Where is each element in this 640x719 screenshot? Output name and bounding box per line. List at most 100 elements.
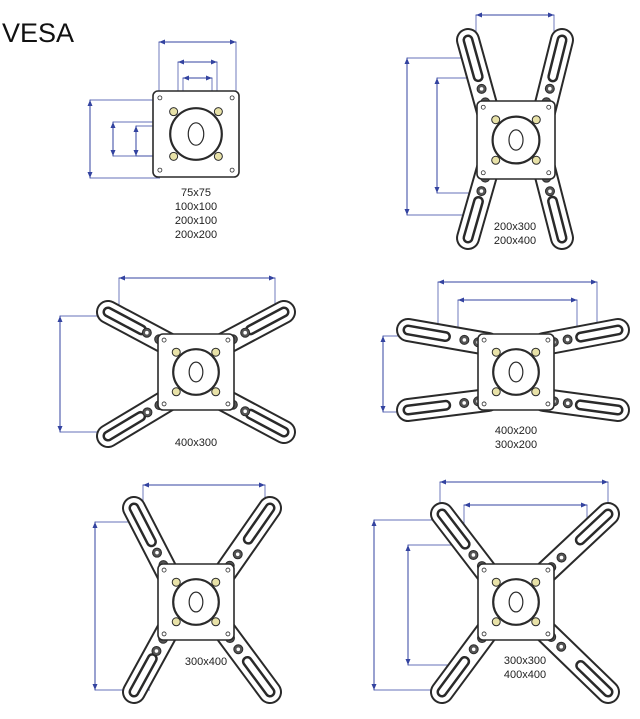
corner-hole [481, 337, 487, 343]
mount-hole [211, 617, 221, 627]
mount-hole [169, 151, 179, 161]
slot-inner [245, 505, 273, 543]
arrow-icon [183, 75, 212, 81]
label-line: 75x75 [181, 187, 211, 199]
diagram-title: VESA [2, 18, 75, 48]
bolt-hole [243, 409, 247, 414]
slot-inner [105, 413, 144, 439]
bracket-config-2 [456, 28, 574, 250]
corner-hole [229, 95, 235, 101]
corner-hole [161, 337, 167, 343]
bolt-hole [548, 86, 552, 91]
corner-hole [225, 401, 231, 407]
corner-hole [161, 631, 167, 637]
mount-hole [171, 387, 181, 397]
corner-hole [545, 567, 551, 573]
mount-hole [211, 347, 221, 357]
bolt-hole [559, 644, 564, 649]
corner-hole [225, 337, 231, 343]
slot-inner [105, 309, 145, 333]
mount-hole [531, 347, 541, 357]
keyhole-icon [508, 591, 524, 613]
bracket-config-3 [96, 300, 296, 448]
config-5-label: 300x400 [185, 655, 227, 669]
slot-inner [247, 411, 287, 435]
mount-hole [491, 155, 501, 165]
config-3-label: 400x300 [175, 436, 217, 450]
mount-hole [171, 347, 181, 357]
label-line: 200x200 [174, 229, 218, 241]
bolt-hole [548, 189, 552, 194]
mount-hole [491, 617, 501, 627]
keyhole-icon [187, 122, 205, 146]
slot-inner [577, 401, 621, 413]
slot-inner [549, 37, 565, 80]
bolt-hole [462, 338, 467, 342]
corner-hole [546, 104, 552, 110]
slot-inner [244, 658, 273, 695]
bolt-hole [479, 87, 484, 91]
bolt-hole [154, 649, 159, 653]
slot-inner [577, 662, 611, 695]
config-2-label: 200x300 200x400 [494, 220, 536, 248]
corner-hole [225, 631, 231, 637]
mount-hole [491, 115, 501, 125]
bolt-hole [155, 550, 159, 555]
arrow-icon [133, 126, 139, 156]
keyhole-icon [188, 361, 204, 383]
slot-inner [465, 198, 482, 241]
mount-hole [531, 577, 541, 587]
keyhole-icon [188, 591, 204, 613]
label-line: 400x400 [503, 669, 547, 681]
slot-inner [577, 511, 611, 543]
corner-hole [157, 95, 163, 101]
bolt-hole [565, 401, 570, 406]
label-line: 400x200 [494, 425, 538, 437]
slot-inner [549, 198, 565, 241]
mount-hole [531, 617, 541, 627]
mount-hole [211, 387, 221, 397]
bolt-hole [479, 189, 484, 193]
corner-hole [157, 167, 163, 173]
keyhole-icon [508, 361, 524, 383]
bolt-hole [243, 330, 247, 335]
corner-hole [481, 567, 487, 573]
bolt-hole [471, 647, 476, 652]
mount-hole [171, 577, 181, 587]
label-line: 300x300 [503, 655, 547, 667]
mount-hole [531, 155, 541, 165]
label-line: 100x100 [174, 201, 218, 213]
mount-hole [213, 107, 223, 117]
bolt-hole [235, 552, 240, 557]
slot-inner [465, 37, 482, 80]
bolt-hole [471, 553, 476, 557]
corner-hole [161, 567, 167, 573]
corner-hole [480, 104, 486, 110]
mount-hole [491, 347, 501, 357]
slot-inner [439, 658, 468, 695]
corner-hole [161, 401, 167, 407]
slot-inner [247, 309, 287, 333]
slot-inner [405, 327, 449, 340]
mount-hole [213, 151, 223, 161]
corner-hole [225, 567, 231, 573]
bolt-hole [565, 337, 570, 342]
config-4-label: 400x200 300x200 [495, 424, 537, 452]
corner-hole [545, 401, 551, 407]
corner-hole [481, 401, 487, 407]
label-line: 400x300 [174, 437, 218, 449]
bolt-hole [559, 555, 564, 560]
corner-hole [229, 167, 235, 173]
mount-hole [491, 387, 501, 397]
corner-hole [480, 170, 486, 176]
config-1-label: 75x75 100x100 200x100 200x200 [175, 186, 217, 242]
mount-hole [531, 115, 541, 125]
slot-inner [131, 655, 156, 695]
bracket-config-6 [430, 502, 620, 704]
mount-hole [169, 107, 179, 117]
bolt-hole [236, 647, 241, 652]
mount-hole [171, 617, 181, 627]
slot-inner [439, 511, 469, 548]
corner-hole [481, 631, 487, 637]
